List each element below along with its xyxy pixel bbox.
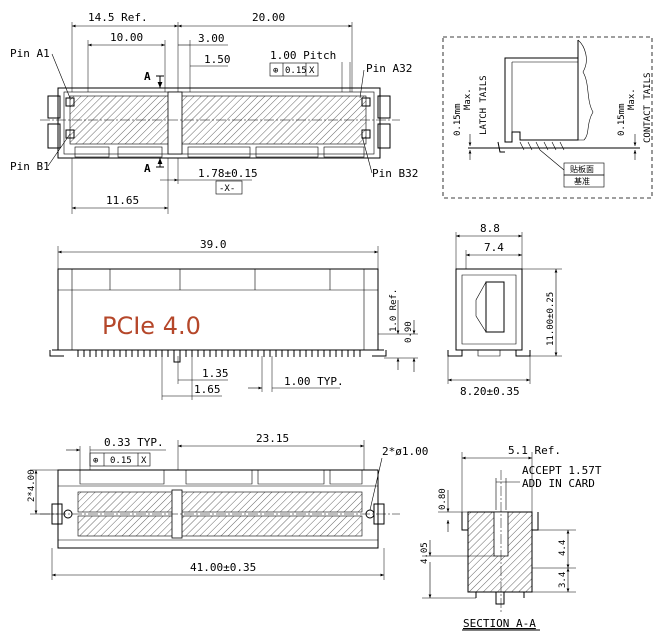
dim-8-2: 8.20±0.35 xyxy=(460,385,520,398)
dim-10: 10.00 xyxy=(110,31,143,44)
dim-4-05: 4.05 xyxy=(420,542,430,564)
section-title: SECTION A-A xyxy=(463,617,536,630)
tol-frame xyxy=(269,62,319,77)
latch-max2: Max. xyxy=(463,88,473,110)
pin-b32-square xyxy=(361,129,371,139)
dim-20: 20.00 xyxy=(252,11,285,24)
dim-14-5: 14.5 Ref. xyxy=(88,11,148,24)
dim-1-ref: 1.0 Ref. xyxy=(389,289,399,332)
dim-7-4: 7.4 xyxy=(484,241,504,254)
bottom-contacts-upper xyxy=(77,491,363,513)
pcie-logo: PCIe 4.0 xyxy=(102,312,201,340)
dim-39: 39.0 xyxy=(200,238,227,251)
cn-label-box-2 xyxy=(563,174,605,188)
pin-a1-label: Pin A1 xyxy=(10,47,50,60)
bottom-pad-5 xyxy=(323,146,365,158)
dim-0-90: 0.90 xyxy=(404,321,414,343)
cn-label-2: 基准 xyxy=(574,176,590,186)
dim-41: 41.00±0.35 xyxy=(190,561,256,574)
bottom-pad-3 xyxy=(187,146,251,158)
bottom-view: 0.33 TYP. ⊕ 0.15 X 23.15 2*4.00 2*ø1.00 … xyxy=(27,432,428,580)
side-post xyxy=(173,349,181,363)
left-latch xyxy=(47,95,61,119)
dim-11-65: 11.65 xyxy=(106,194,139,207)
dim-1-78: 1.78±0.15 xyxy=(198,167,258,180)
section-mark-bottom: A xyxy=(144,162,151,175)
latch-tails: LATCH TAILS xyxy=(479,75,489,135)
bottom-tol-symbol: ⊕ xyxy=(93,456,98,466)
dim-3: 3.00 xyxy=(198,32,225,45)
dim-1-typ: 1.00 TYP. xyxy=(284,375,344,388)
dim-3-4: 3.4 xyxy=(558,572,568,588)
dim-5-1: 5.1 Ref. xyxy=(508,444,561,457)
dim-0-80: 0.80 xyxy=(438,488,448,510)
section-mark-top: A xyxy=(144,70,151,83)
bottom-contacts-lower xyxy=(77,515,363,537)
bottom-pad-4 xyxy=(255,146,319,158)
contact-max: 0.15mm xyxy=(617,103,627,136)
right-latch-lower xyxy=(377,123,391,149)
pin-b1-label: Pin B1 xyxy=(10,160,50,173)
datum-x-frame xyxy=(215,180,243,195)
pin-b1-square xyxy=(65,129,75,139)
detail-body xyxy=(504,57,579,143)
pin-a32-square xyxy=(361,97,371,107)
bottom-tol-value: 0.15 xyxy=(110,456,132,466)
bottom-body xyxy=(57,469,379,549)
section-view: 5.1 Ref. ACCEPT 1.57T ADD IN CARD 0.80 4… xyxy=(420,444,602,631)
dim-8-8: 8.8 xyxy=(480,222,500,235)
pitch-label: 1.00 Pitch xyxy=(270,49,336,62)
pin-a32-label: Pin A32 xyxy=(366,62,412,75)
contact-tails: CONTACT TAILS xyxy=(643,73,653,143)
dim-1-5: 1.50 xyxy=(204,53,231,66)
datum-x: -X- xyxy=(219,184,235,194)
dim-4-4: 4.4 xyxy=(558,540,568,556)
dim-2x4: 2*4.00 xyxy=(27,469,37,502)
top-body-outline xyxy=(57,87,381,159)
dim-11: 11.00±0.25 xyxy=(546,292,556,346)
bottom-tol-datum: X xyxy=(141,456,147,466)
accept-2: ADD IN CARD xyxy=(522,477,595,490)
side-view: PCIe 4.0 39.0 1.0 Ref. 0.90 1.35 1.65 1.… xyxy=(49,238,418,400)
detail-view: 0.15mm Max. LATCH TAILS 0.15mm Max. CONT… xyxy=(442,36,653,199)
right-latch xyxy=(377,95,391,119)
accept-1: ACCEPT 1.57T xyxy=(522,464,602,477)
end-view: 8.8 7.4 11.00±0.25 8.20±0.35 xyxy=(447,222,562,398)
side-pins xyxy=(77,350,361,357)
dim-0-33: 0.33 TYP. xyxy=(104,436,164,449)
top-body-inner xyxy=(63,91,375,155)
contact-max2: Max. xyxy=(627,88,637,110)
detail-frame xyxy=(442,36,653,199)
latch-max: 0.15mm xyxy=(453,103,463,136)
bottom-tol-frame xyxy=(89,452,151,467)
left-latch-lower xyxy=(47,123,61,149)
holes-label: 2*ø1.00 xyxy=(382,445,428,458)
dim-1-35: 1.35 xyxy=(202,367,229,380)
dim-23-15: 23.15 xyxy=(256,432,289,445)
bottom-pad-1 xyxy=(74,146,110,158)
tol-datum: X xyxy=(309,66,315,76)
tol-value: 0.15 xyxy=(285,66,307,76)
pin-b32-label: Pin B32 xyxy=(372,167,418,180)
cn-label-1: 贴板面 xyxy=(570,164,594,174)
top-view: 14.5 Ref. 20.00 10.00 3.00 1.50 1.00 Pit… xyxy=(10,11,418,214)
end-body xyxy=(455,268,523,351)
bottom-pad-2 xyxy=(117,146,163,158)
dim-1-65: 1.65 xyxy=(194,383,221,396)
top-key xyxy=(167,91,183,155)
tol-symbol: ⊕ xyxy=(273,66,278,76)
